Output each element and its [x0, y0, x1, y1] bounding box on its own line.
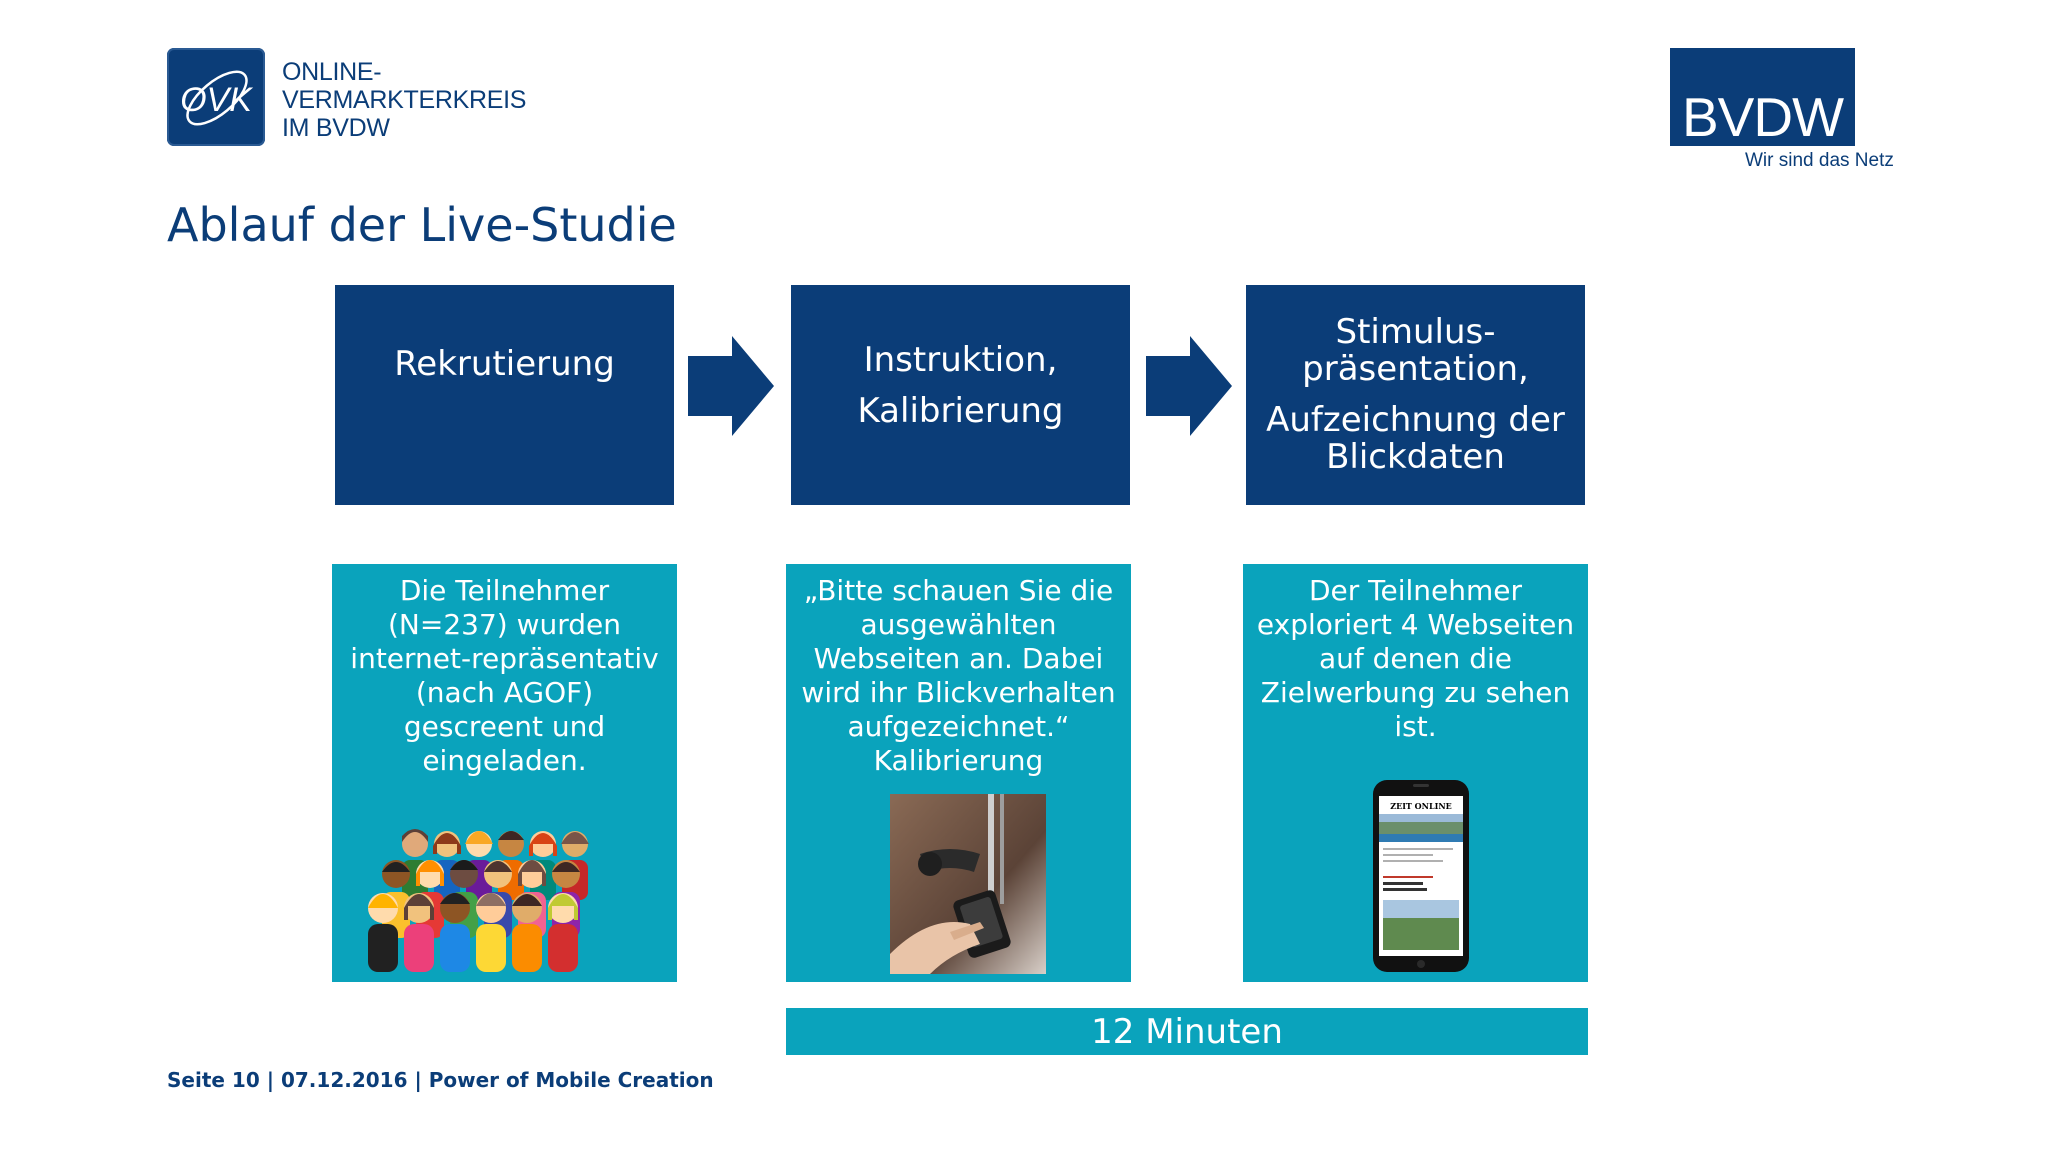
detail-line: Der Teilnehmer — [1251, 574, 1580, 608]
smartphone-image: ZEIT ONLINE — [1369, 776, 1473, 976]
detail-line: aufgezeichnet.“ — [794, 710, 1123, 744]
bvdw-logo-text: BVDW — [1675, 88, 1850, 146]
step-instruction: Instruktion, Kalibrierung — [791, 285, 1130, 505]
arrow-right-icon — [688, 336, 774, 436]
bvdw-tagline: Wir sind das Netz — [1745, 150, 1894, 172]
crowd-illustration — [364, 812, 604, 972]
step-label: Rekrutierung — [394, 346, 615, 383]
step-recruitment: Rekrutierung — [335, 285, 674, 505]
detail-line: internet-repräsentativ — [340, 642, 669, 676]
step-label: Kalibrierung — [857, 393, 1063, 430]
detail-text: Der Teilnehmer exploriert 4 Webseiten au… — [1251, 574, 1580, 744]
detail-line: gescreent und — [340, 710, 669, 744]
ovk-logo-letters: OVK — [180, 81, 253, 119]
step-label: Stimulus- — [1335, 314, 1495, 351]
ovk-logo-mark: OVK — [167, 48, 265, 146]
detail-line: wird ihr Blickverhalten — [794, 676, 1123, 710]
ovk-name-line: VERMARKTERKREIS — [282, 86, 526, 114]
detail-line: ausgewählten — [794, 608, 1123, 642]
detail-line: Zielwerbung zu sehen — [1251, 676, 1580, 710]
duration-bar: 12 Minuten — [786, 1008, 1588, 1055]
detail-text: „Bitte schauen Sie die ausgewählten Webs… — [794, 574, 1123, 778]
page-title: Ablauf der Live-Studie — [167, 198, 677, 252]
detail-line: (nach AGOF) — [340, 676, 669, 710]
footer: Seite 10 | 07.12.2016 | Power of Mobile … — [167, 1068, 714, 1092]
detail-text: Die Teilnehmer (N=237) wurden internet-r… — [340, 574, 669, 778]
detail-line: Die Teilnehmer — [340, 574, 669, 608]
phone-site-name: ZEIT ONLINE — [1390, 801, 1451, 811]
eye-tracking-photo — [890, 794, 1046, 974]
detail-line: ist. — [1251, 710, 1580, 744]
detail-line: (N=237) wurden — [340, 608, 669, 642]
step-label: Blickdaten — [1326, 439, 1505, 476]
arrow-right-icon — [1146, 336, 1232, 436]
ovk-logo: OVK — [167, 48, 265, 146]
detail-recruitment: Die Teilnehmer (N=237) wurden internet-r… — [332, 564, 677, 982]
detail-line: Kalibrierung — [794, 744, 1123, 778]
ovk-name-line: ONLINE- — [282, 58, 526, 86]
bvdw-logo: BVDW — [1670, 48, 1855, 146]
step-label: Instruktion, — [864, 342, 1058, 379]
detail-line: auf denen die — [1251, 642, 1580, 676]
detail-stimulus: Der Teilnehmer exploriert 4 Webseiten au… — [1243, 564, 1588, 982]
detail-instruction: „Bitte schauen Sie die ausgewählten Webs… — [786, 564, 1131, 982]
step-label: präsentation, — [1302, 351, 1529, 388]
detail-line: „Bitte schauen Sie die — [794, 574, 1123, 608]
ovk-name: ONLINE- VERMARKTERKREIS IM BVDW — [282, 58, 526, 142]
step-stimulus: Stimulus- präsentation, Aufzeichnung der… — [1246, 285, 1585, 505]
step-label: Aufzeichnung der — [1266, 402, 1565, 439]
detail-line: eingeladen. — [340, 744, 669, 778]
detail-line: Webseiten an. Dabei — [794, 642, 1123, 676]
ovk-name-line: IM BVDW — [282, 114, 526, 142]
detail-line: exploriert 4 Webseiten — [1251, 608, 1580, 642]
